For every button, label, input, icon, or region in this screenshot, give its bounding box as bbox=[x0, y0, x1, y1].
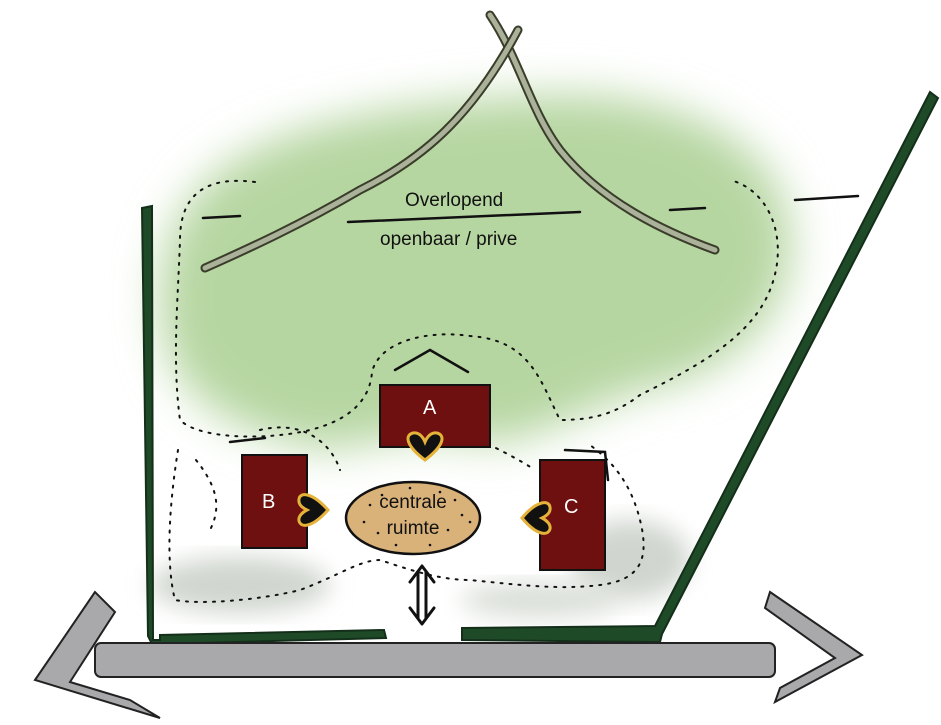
central-space-label-line2: ruimte bbox=[386, 518, 440, 539]
house-c bbox=[539, 459, 606, 571]
arrowhead-left-icon bbox=[33, 590, 161, 719]
heart-entry-icon bbox=[520, 501, 552, 535]
zone-label-line1: Overlopend bbox=[405, 190, 504, 211]
road bbox=[33, 590, 864, 719]
left-wall bbox=[140, 204, 388, 645]
heart-entry-icon bbox=[406, 431, 444, 462]
sketch-dashes bbox=[201, 194, 860, 482]
footpath-lines bbox=[200, 10, 720, 273]
house-b-label: B bbox=[262, 491, 276, 513]
right-wall bbox=[461, 90, 940, 644]
central-space bbox=[344, 480, 482, 556]
inner-boundary bbox=[195, 426, 536, 531]
heart-entry-icon bbox=[297, 493, 331, 527]
house-a-label: A bbox=[423, 397, 437, 419]
arrowhead-right-icon bbox=[763, 590, 864, 705]
house-c-label: C bbox=[564, 496, 579, 518]
central-space-label-line1: centrale bbox=[379, 492, 447, 513]
zone-label-line2: openbaar / prive bbox=[380, 229, 518, 250]
double-arrow-vertical-icon bbox=[408, 564, 436, 626]
shared-zone-wash bbox=[160, 95, 791, 450]
shared-zone-boundary bbox=[174, 179, 779, 438]
